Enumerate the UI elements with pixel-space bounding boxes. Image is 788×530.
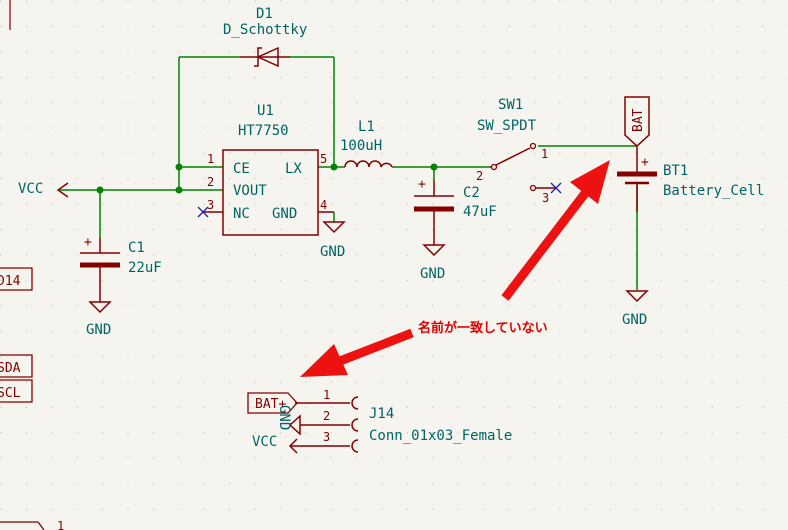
battery-bt1[interactable]: + BT1 Battery_Cell <box>617 146 764 212</box>
l1-value: 100uH <box>340 138 382 154</box>
ic-u1[interactable]: U1 HT7750 CE VOUT NC LX GND 1 2 3 5 4 <box>197 103 335 236</box>
u1-pin-vout: VOUT <box>233 183 267 199</box>
vcc-label: VCC <box>18 181 43 197</box>
l1-ref: L1 <box>358 119 375 135</box>
bat-power-flag[interactable]: BAT <box>624 96 650 148</box>
c1-plus: + <box>84 235 92 250</box>
bt1-value: Battery_Cell <box>663 183 764 199</box>
annotation-arrow-batplus <box>300 328 414 377</box>
u1-pinnum-3: 3 <box>207 198 214 212</box>
c1-ref: C1 <box>128 240 145 256</box>
sw1-pin3: 3 <box>542 191 549 205</box>
switch-sw1[interactable]: SW1 SW_SPDT 1 2 3 <box>476 97 562 205</box>
sw1-ref: SW1 <box>498 97 523 113</box>
wires <box>60 56 638 290</box>
diode-d1[interactable]: D1 D_Schottky <box>223 6 307 68</box>
sw1-pin2: 2 <box>476 169 483 183</box>
bt1-ref: BT1 <box>663 163 688 179</box>
u1-pin-gnd: GND <box>272 206 297 222</box>
j14-ref: J14 <box>369 406 394 422</box>
connector-j14[interactable]: 1 2 3 J14 Conn_01x03_Female <box>290 388 512 453</box>
u1-pin-nc: NC <box>233 206 250 222</box>
vcc-label-j14: VCC <box>252 434 277 450</box>
u1-pinnum-2: 2 <box>207 175 214 189</box>
inductor-l1[interactable]: L1 100uH <box>340 119 393 168</box>
vcc-power-symbol: VCC <box>18 181 69 198</box>
gnd-label-j14: GND <box>276 405 292 430</box>
d1-ref: D1 <box>256 6 273 22</box>
u1-pin-lx: LX <box>285 161 302 177</box>
junctions <box>96 163 438 194</box>
left-label-2: SDA <box>0 361 21 376</box>
left-edge-labels: D14 SDA SCL <box>0 267 33 403</box>
capacitor-c1[interactable]: + C1 22uF <box>80 235 162 292</box>
left-label-1: D14 <box>0 274 21 289</box>
gnd-symbol-c1: GND <box>86 292 112 338</box>
j14-value: Conn_01x03_Female <box>369 428 512 444</box>
gnd-label-u1: GND <box>320 244 345 260</box>
bat-flag-label: BAT <box>631 108 646 132</box>
bat-plus-text: BAT+ <box>255 397 286 412</box>
u1-pinnum-4: 4 <box>320 198 327 212</box>
vcc-symbol-j14: VCC <box>252 434 298 454</box>
sw1-pin1: 1 <box>541 147 548 161</box>
c1-value: 22uF <box>128 260 162 276</box>
c2-value: 47uF <box>463 204 497 220</box>
sw1-value: SW_SPDT <box>477 118 537 134</box>
bottom-pin: 1 <box>57 519 64 530</box>
gnd-symbol-j14: GND <box>276 405 301 436</box>
annotation-arrow-bat <box>501 160 610 301</box>
gnd-label-c1: GND <box>86 322 111 338</box>
c2-ref: C2 <box>463 185 480 201</box>
u1-pin-ce: CE <box>233 161 250 177</box>
j14-pin2: 2 <box>323 409 330 423</box>
gnd-symbol-u1: GND <box>320 221 346 260</box>
gnd-symbol-c2: GND <box>420 244 446 282</box>
gnd-symbol-bt1: GND <box>622 290 649 328</box>
u1-pinnum-1: 1 <box>207 152 214 166</box>
gnd-label-bt1: GND <box>622 312 647 328</box>
left-label-3: SCL <box>0 386 21 401</box>
c2-plus: + <box>418 177 426 192</box>
gnd-label-c2: GND <box>420 266 445 282</box>
bat-plus-label[interactable]: BAT+ <box>247 392 298 414</box>
j14-pin1: 1 <box>323 388 330 402</box>
u1-pinnum-5: 5 <box>320 152 327 166</box>
bottom-partial: 1 <box>0 519 64 530</box>
d1-value: D_Schottky <box>223 22 307 38</box>
capacitor-c2[interactable]: + C2 47uF <box>414 177 497 245</box>
u1-value: HT7750 <box>238 123 289 139</box>
u1-ref: U1 <box>257 103 274 119</box>
j14-pin3: 3 <box>323 430 330 444</box>
bt1-plus: + <box>641 155 649 170</box>
annotation-text: 名前が一致していない <box>418 320 548 336</box>
